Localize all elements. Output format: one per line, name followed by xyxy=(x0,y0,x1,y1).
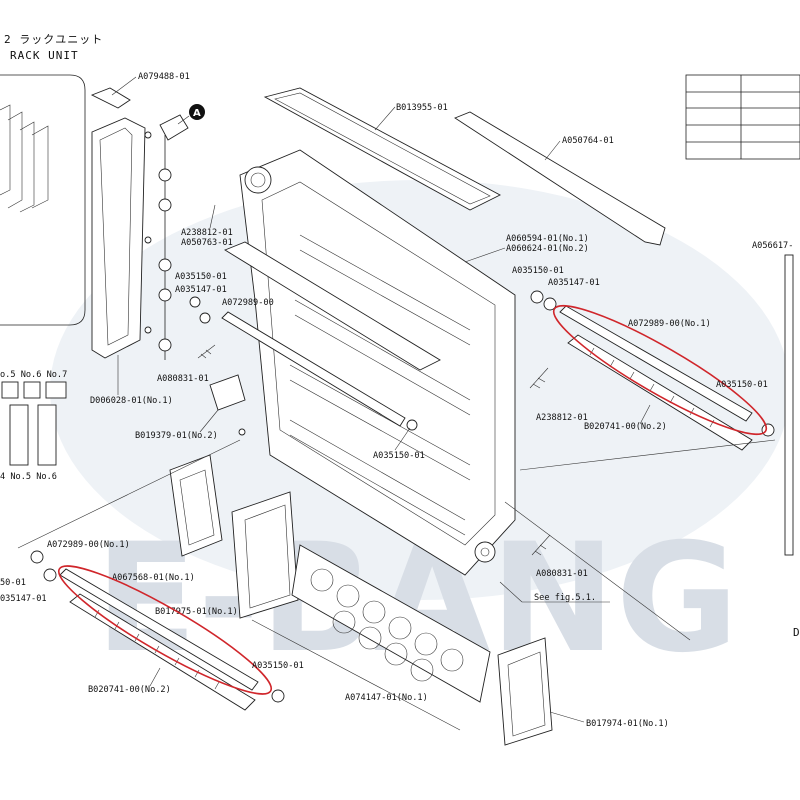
roller-left-short xyxy=(221,311,418,431)
label-a035147-left: A035147-01 xyxy=(175,285,227,295)
right-edge-strip: A056617- D xyxy=(752,241,800,639)
roller-a072989-bottom-left xyxy=(59,568,259,691)
bracket-b019379 xyxy=(209,374,246,411)
label-a060594: A060594-01(No.1) xyxy=(506,234,589,244)
label-b017975: B017975-01(No.1) xyxy=(155,607,238,617)
rack-fins xyxy=(289,234,471,536)
highlight-bottom-left-roller xyxy=(57,565,273,695)
label-a035150-right2: A035150-01 xyxy=(716,380,768,390)
leader-projections xyxy=(17,439,776,731)
label-a067568: A067568-01(No.1) xyxy=(112,573,195,583)
highlight-right-roller xyxy=(552,305,768,435)
label-a035150-left: A035150-01 xyxy=(175,272,227,282)
chip-grid-left: o.5 No.6 No.7 4 No.5 No.6 xyxy=(0,370,67,482)
label-a238812-top: A238812-01 xyxy=(181,228,233,238)
chip-numbers-top: o.5 No.6 No.7 xyxy=(0,370,67,380)
label-edge-d: D xyxy=(793,626,800,639)
label-a035150-bottom-left-partial: 50-01 xyxy=(0,578,26,588)
label-a080831-left: A080831-01 xyxy=(157,374,209,384)
callout-a-text: A xyxy=(193,108,201,119)
label-b013955: B013955-01 xyxy=(396,103,448,113)
label-b017974: B017974-01(No.1) xyxy=(586,719,669,729)
roller-b020741-right xyxy=(567,334,753,451)
label-a035147-bottom-left: 035147-01 xyxy=(0,594,47,604)
label-see-fig: See fig.5.1. xyxy=(534,593,596,603)
label-a238812-mid: A238812-01 xyxy=(536,413,588,423)
frame-b017975 xyxy=(231,491,299,619)
label-a072989-right: A072989-00(No.1) xyxy=(628,319,711,329)
label-b019379: B019379-01(No.2) xyxy=(135,431,218,441)
label-d006028: D006028-01(No.1) xyxy=(90,396,173,406)
label-a080831-right: A080831-01 xyxy=(536,569,588,579)
rack-main-body xyxy=(224,149,516,576)
callout-a-marker: A xyxy=(177,104,205,125)
label-a050764: A050764-01 xyxy=(562,136,614,146)
label-b020741-bottom-left: B020741-00(No.2) xyxy=(88,685,171,695)
left-inset-panel xyxy=(0,74,86,326)
chip-numbers-bottom: 4 No.5 No.6 xyxy=(0,472,57,482)
roller-a072989-right xyxy=(559,305,753,422)
label-a060624: A060624-01(No.2) xyxy=(506,244,589,254)
spring-a080831-right xyxy=(531,534,551,556)
top-plate-b013955 xyxy=(263,87,501,211)
right-table xyxy=(685,74,800,160)
label-a035147-right: A035147-01 xyxy=(548,278,600,288)
panel-a074147 xyxy=(291,544,491,703)
label-a050763: A050763-01 xyxy=(181,238,233,248)
label-a072989-bottom-left: A072989-00(No.1) xyxy=(47,540,130,550)
side-frame-d006028 xyxy=(90,87,146,359)
label-b020741-right: B020741-00(No.2) xyxy=(584,422,667,432)
rail-a050764 xyxy=(454,111,666,246)
label-a035150-right: A035150-01 xyxy=(512,266,564,276)
bracket-b017974 xyxy=(497,637,553,746)
frame-a067568 xyxy=(169,454,223,557)
gear-shaft-assembly xyxy=(144,114,189,360)
label-a072989-left: A072989-00 xyxy=(222,298,274,308)
en-title: RACK UNIT xyxy=(10,49,79,62)
label-a074147: A074147-01(No.1) xyxy=(345,693,428,703)
label-a035150-mid: A035150-01 xyxy=(373,451,425,461)
label-a079488: A079488-01 xyxy=(138,72,190,82)
label-a056617: A056617- xyxy=(752,241,793,251)
jp-title: 2 ラックユニット xyxy=(4,33,103,46)
label-a035150-bottom: A035150-01 xyxy=(252,661,304,671)
